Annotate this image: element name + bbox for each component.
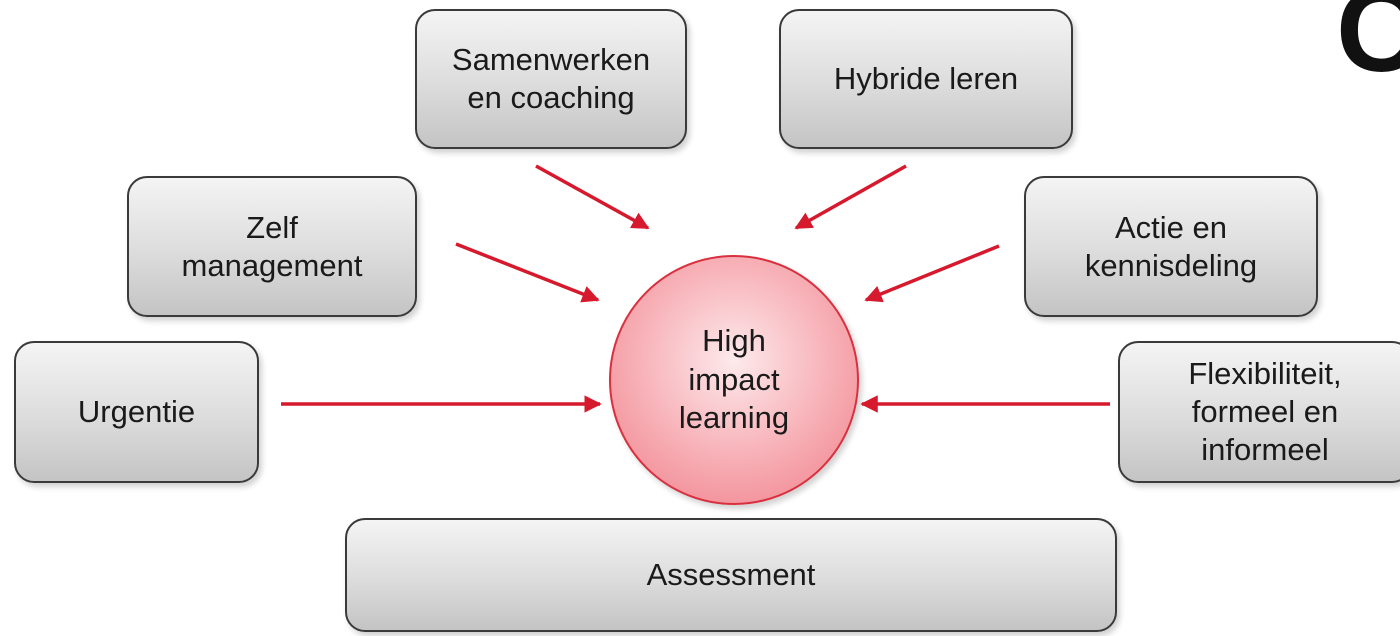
arrow-actie: [864, 244, 1000, 303]
arrow-hybride: [794, 164, 907, 230]
arrow-zelf: [455, 242, 600, 303]
node-assessment: Assessment: [345, 518, 1117, 632]
center-circle-high-impact-learning: High impact learning: [609, 255, 859, 505]
arrow-samenwerken: [535, 164, 650, 230]
node-actie-en-kennisdeling: Actie en kennisdeling: [1024, 176, 1318, 317]
corner-letter-mark: C: [1336, 0, 1400, 97]
node-urgentie: Urgentie: [14, 341, 259, 483]
node-samenwerken-en-coaching: Samenwerken en coaching: [415, 9, 687, 149]
node-zelf-management: Zelf management: [127, 176, 417, 317]
node-flexibiliteit: Flexibiliteit, formeel en informeel: [1118, 341, 1400, 483]
node-hybride-leren: Hybride leren: [779, 9, 1073, 149]
